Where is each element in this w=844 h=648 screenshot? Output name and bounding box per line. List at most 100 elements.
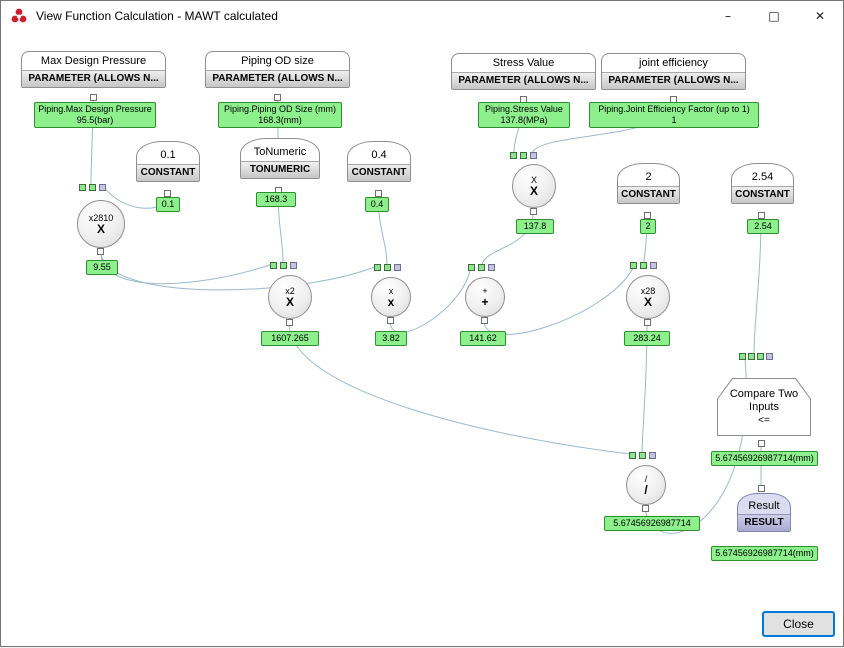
compare-title: Compare Two Inputs (729, 387, 799, 413)
input-port (520, 152, 527, 159)
const-node-tonumeric[interactable]: ToNumeric TONUMERIC (240, 138, 320, 179)
input-port (640, 262, 647, 269)
plus-icon: + (481, 294, 489, 309)
multiply-icon: X (285, 294, 294, 309)
param-value-label: Piping.Max Design Pressure 95.5(bar) (34, 102, 156, 128)
const-kind: CONSTANT (732, 186, 793, 203)
const-node-0-4[interactable]: 0.4 CONSTANT (347, 141, 411, 182)
param-value-name: Piping.Stress Value (485, 104, 563, 114)
input-port (757, 353, 764, 360)
op-node-multiply-x[interactable]: x x (371, 277, 411, 317)
output-port (642, 505, 649, 512)
output-port (164, 190, 171, 197)
result-node[interactable]: Result RESULT (737, 493, 791, 532)
window-controls: – □ ✕ (705, 1, 843, 31)
op-node-multiply-28[interactable]: x28 X (626, 275, 670, 319)
op-title: x (388, 285, 394, 296)
input-port (89, 184, 96, 191)
param-node-stress-value[interactable]: Stress Value PARAMETER (ALLOWS N... (451, 53, 596, 90)
param-node-max-design-pressure[interactable]: Max Design Pressure PARAMETER (ALLOWS N.… (21, 51, 166, 88)
param-node-joint-efficiency[interactable]: joint efficiency PARAMETER (ALLOWS N... (601, 53, 746, 90)
param-value: 137.8(MPa) (500, 115, 548, 125)
op-title: x2810 (88, 212, 114, 223)
value-label: 283.24 (624, 331, 670, 346)
op-title: / (644, 473, 648, 484)
param-kind: PARAMETER (ALLOWS N... (206, 70, 349, 87)
input-port (630, 262, 637, 269)
output-port (481, 317, 488, 324)
input-port (510, 152, 517, 159)
value-label: 1607.265 (261, 331, 319, 346)
output-port (530, 208, 537, 215)
param-kind: PARAMETER (ALLOWS N... (602, 72, 745, 89)
param-title: Stress Value (492, 57, 555, 69)
value-label: 0.4 (365, 197, 389, 212)
param-node-piping-od-size[interactable]: Piping OD size PARAMETER (ALLOWS N... (205, 51, 350, 88)
compare-two-inputs-node[interactable]: Compare Two Inputs <= (717, 378, 811, 436)
output-port (286, 319, 293, 326)
input-port (394, 264, 401, 271)
op-node-add[interactable]: + + (465, 277, 505, 317)
const-kind: TONUMERIC (241, 161, 319, 178)
param-value-name: Piping.Max Design Pressure (38, 104, 152, 114)
multiply-icon: X (643, 294, 652, 309)
op-node-multiply-2[interactable]: x2 X (268, 275, 312, 319)
const-node-2[interactable]: 2 CONSTANT (617, 163, 680, 204)
const-title: 0.4 (371, 149, 387, 161)
const-title: 2 (645, 171, 652, 183)
param-value-name: Piping.Joint Efficiency Factor (up to 1) (598, 104, 750, 114)
multiply-icon: X (96, 221, 105, 236)
param-value: 168.3(mm) (258, 115, 302, 125)
value-label: 9.55 (86, 260, 118, 275)
const-node-2-54[interactable]: 2.54 CONSTANT (731, 163, 794, 204)
param-value-label: Piping.Piping OD Size (mm) 168.3(mm) (218, 102, 342, 128)
param-kind: PARAMETER (ALLOWS N... (452, 72, 595, 89)
op-node-multiply-2810[interactable]: x2810 X (77, 200, 125, 248)
input-port (758, 485, 765, 492)
param-value: 1 (671, 115, 677, 125)
value-label: 0.1 (156, 197, 180, 212)
output-port (387, 317, 394, 324)
minimize-button[interactable]: – (705, 1, 751, 31)
param-value: 95.5(bar) (76, 115, 114, 125)
input-port (468, 264, 475, 271)
param-value-label: Piping.Stress Value 137.8(MPa) (478, 102, 570, 128)
result-title: Result (748, 500, 780, 512)
close-button[interactable]: Close (762, 611, 835, 637)
output-port (274, 94, 281, 101)
output-port (758, 212, 765, 219)
input-port (374, 264, 381, 271)
input-port (629, 452, 636, 459)
multiply-icon: X (529, 183, 538, 198)
const-title: 0.1 (160, 149, 176, 161)
const-title: ToNumeric (253, 146, 307, 158)
value-label: 2 (640, 219, 656, 234)
op-title: x28 (640, 285, 656, 296)
param-title: Max Design Pressure (40, 55, 147, 67)
op-node-multiply-stress[interactable]: X X (512, 164, 556, 208)
op-node-divide[interactable]: / / (626, 465, 666, 505)
value-label: 3.82 (375, 331, 407, 346)
input-port (79, 184, 86, 191)
close-window-button[interactable]: ✕ (797, 1, 843, 31)
app-icon (11, 8, 27, 23)
input-port (639, 452, 646, 459)
output-port (375, 190, 382, 197)
less-equal-icon: <= (758, 414, 770, 426)
value-label: 2.54 (747, 219, 779, 234)
param-value-label: Piping.Joint Efficiency Factor (up to 1)… (589, 102, 759, 128)
compare-node-body: Compare Two Inputs <= (718, 379, 810, 435)
input-port (488, 264, 495, 271)
result-value-label: 5.67456926987714(mm) (711, 546, 818, 561)
input-port (766, 353, 773, 360)
op-title: + (482, 285, 488, 296)
value-label: 141.62 (460, 331, 506, 346)
const-node-0-1[interactable]: 0.1 CONSTANT (136, 141, 200, 182)
maximize-button[interactable]: □ (751, 1, 797, 31)
output-port (644, 212, 651, 219)
input-port (99, 184, 106, 191)
window-title: View Function Calculation - MAWT calcula… (36, 9, 278, 23)
param-title: joint efficiency (639, 57, 708, 69)
op-title: x2 (285, 285, 295, 296)
